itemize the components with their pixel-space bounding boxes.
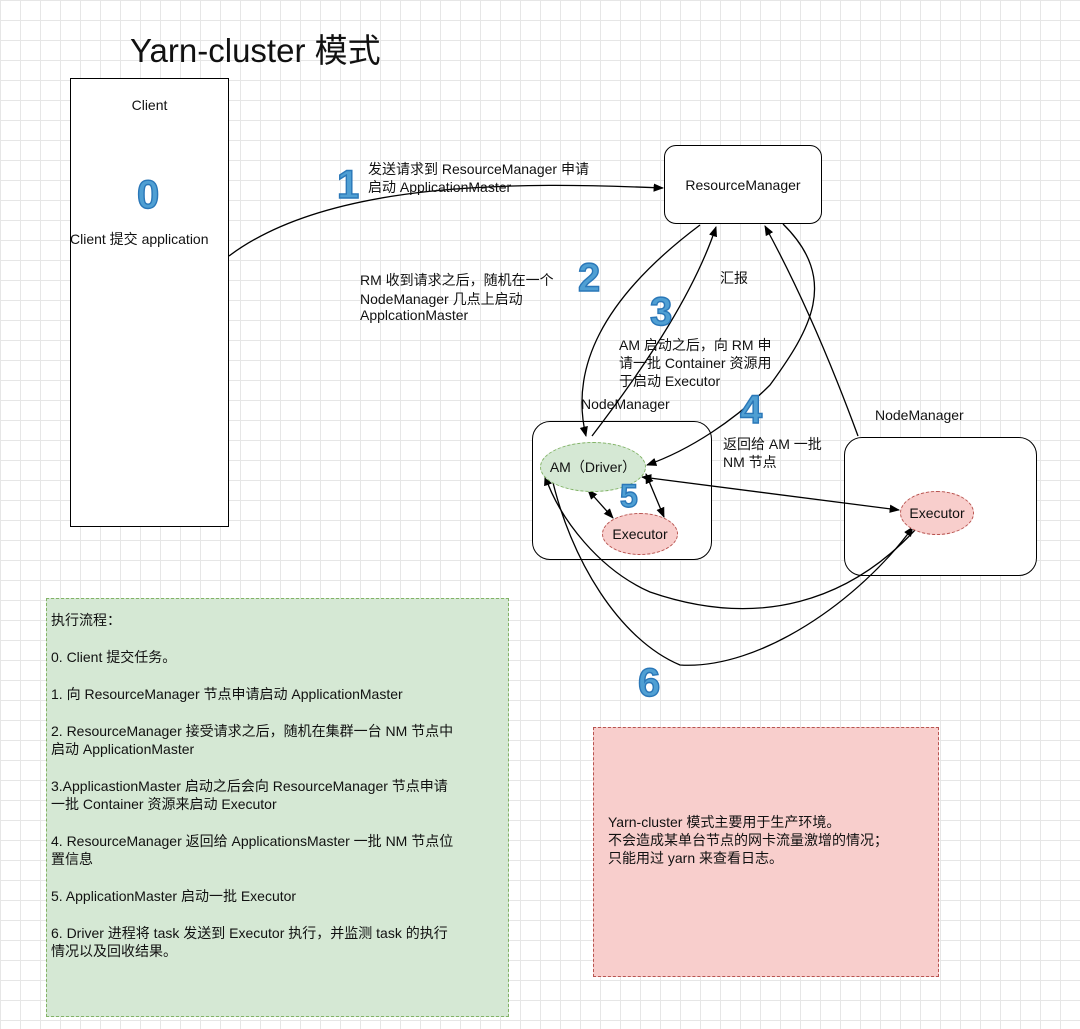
step-5-number: 5 <box>619 478 638 514</box>
step-6-number: 6 <box>637 661 661 705</box>
edge-am-executor-2 <box>640 474 901 513</box>
step-1-text-line1: 发送请求到 ResourceManager 申请 <box>368 161 589 177</box>
executor-1-node[interactable]: Executor <box>602 513 678 555</box>
summary-text: Yarn-cluster 模式主要用于生产环境。 不会造成某单台节点的网卡流量激… <box>608 814 888 866</box>
step-1-text-line2: 启动 ApplicationMaster <box>368 179 512 195</box>
summary-note: Yarn-cluster 模式主要用于生产环境。 不会造成某单台节点的网卡流量激… <box>593 727 939 977</box>
step-2-number: 2 <box>577 256 601 300</box>
flow-item: 2. ResourceManager 接受请求之后，随机在集群一台 NM 节点中… <box>51 723 454 757</box>
resource-manager-label: ResourceManager <box>685 176 801 193</box>
step-0-number: 0 <box>136 173 160 217</box>
edge-nm2-report-rm <box>764 225 859 437</box>
am-driver-node[interactable]: AM（Driver） <box>540 442 646 492</box>
step-4-number: 4 <box>739 388 763 432</box>
flow-item: 3.ApplicastionMaster 启动之后会向 ResourceMana… <box>51 778 448 812</box>
edge-loop-6-outer <box>550 473 914 666</box>
diagram-title: Yarn-cluster 模式 <box>130 32 381 69</box>
node-manager-2-label: NodeManager <box>875 407 964 423</box>
flow-heading: 执行流程： <box>51 612 121 628</box>
edge-am-to-rm <box>591 226 717 437</box>
step-1-number: 1 <box>336 163 360 207</box>
step-4-text-line2: NM 节点 <box>723 454 777 470</box>
resource-manager-box[interactable]: ResourceManager <box>664 145 822 224</box>
step-2-text-line3: ApplcationMaster <box>360 307 469 323</box>
flow-item: 0. Client 提交任务。 <box>51 649 177 665</box>
execution-flow-note: 执行流程： 0. Client 提交任务。 1. 向 ResourceManag… <box>46 598 509 1017</box>
flow-item: 1. 向 ResourceManager 节点申请启动 ApplicationM… <box>51 686 403 702</box>
edge-am-executor-1-left <box>587 489 614 519</box>
report-label: 汇报 <box>720 270 748 286</box>
client-action-label: Client 提交 application <box>70 231 209 247</box>
executor-2-label: Executor <box>909 505 965 521</box>
step-3-number: 3 <box>649 290 673 334</box>
edge-client-to-rm <box>228 183 665 257</box>
flow-item: 5. ApplicationMaster 启动一批 Executor <box>51 888 297 904</box>
step-3-text-line3: 于启动 Executor <box>619 373 721 389</box>
flow-item: 4. ResourceManager 返回给 ApplicationsMaste… <box>51 833 454 867</box>
executor-1-label: Executor <box>612 526 668 542</box>
flow-item: 6. Driver 进程将 task 发送到 Executor 执行，并监测 t… <box>51 925 448 959</box>
node-manager-1-label: NodeManager <box>581 396 670 412</box>
am-driver-label: AM（Driver） <box>549 459 637 475</box>
executor-2-node[interactable]: Executor <box>900 491 974 535</box>
step-3-text-line1: AM 启动之后，向 RM 申 <box>619 337 772 353</box>
step-3-text-line2: 请一批 Container 资源用 <box>619 355 772 371</box>
step-4-text-line1: 返回给 AM 一批 <box>723 436 822 452</box>
step-2-text-line1: RM 收到请求之后，随机在一个 <box>360 272 554 288</box>
step-2-text-line2: NodeManager 几点上启动 <box>360 291 523 307</box>
client-box[interactable]: Client <box>70 78 229 527</box>
client-label: Client <box>131 97 168 113</box>
edge-loop-6-inner <box>544 475 916 610</box>
edge-rm-to-am <box>579 224 701 438</box>
edge-am-executor-1-right <box>645 473 665 518</box>
edge-rm-return-am <box>646 223 816 466</box>
